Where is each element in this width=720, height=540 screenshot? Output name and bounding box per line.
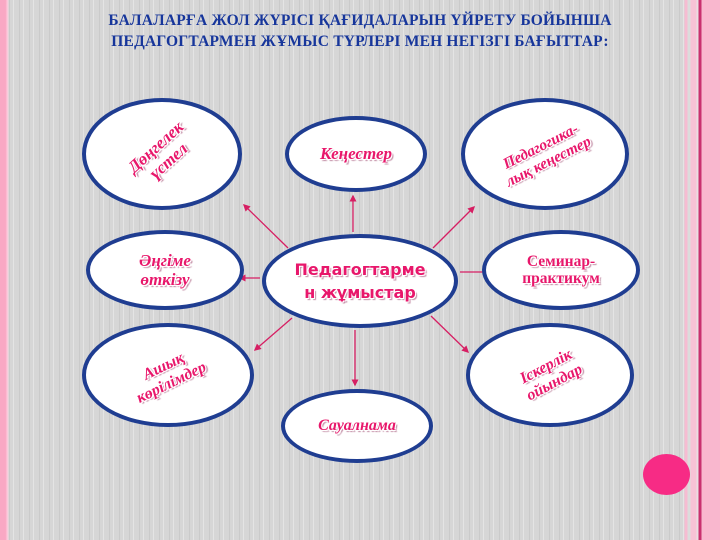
node-open-views-label: Ашық көрілімдер [134, 349, 210, 407]
node-pedagogical-councils[interactable]: Педагогика- лық кеңестер [461, 98, 629, 210]
pink-circle-decoration [643, 454, 690, 495]
center-node[interactable]: Педагогтарме н жұмыстар [262, 234, 458, 328]
arrow-to-open-views [253, 317, 293, 351]
node-round-table-label: Дөңгелек үстел [124, 117, 192, 184]
node-conversation-label: Әңгіме өткізу [139, 250, 191, 289]
arrow-to-round-table [242, 204, 289, 249]
node-seminar[interactable]: Семинар- практикум [482, 230, 640, 310]
node-questionnaire[interactable]: Сауалнама [281, 389, 433, 463]
node-conversation[interactable]: Әңгіме өткізу [86, 230, 244, 310]
right-edge-decoration [680, 0, 720, 540]
node-seminar-label: Семинар- практикум [522, 252, 600, 287]
node-business-games[interactable]: Іскерлік ойындар [466, 323, 634, 427]
node-pedagogical-councils-label: Педагогика- лық кеңестер [500, 119, 595, 191]
arrow-to-pedagogical-councils [432, 205, 476, 249]
page-title: БАЛАЛАРҒА ЖОЛ ЖҮРІСІ ҚАҒИДАЛАРЫН ҮЙРЕТУ … [108, 12, 612, 50]
node-consultations[interactable]: Кеңестер [285, 116, 427, 192]
arrow-to-business-games [430, 315, 470, 353]
node-questionnaire-label: Сауалнама [318, 417, 396, 435]
node-open-views[interactable]: Ашық көрілімдер [82, 323, 254, 427]
left-edge-decoration [0, 0, 9, 540]
center-node-label: Педагогтарме н жұмыстар [294, 259, 426, 302]
node-round-table[interactable]: Дөңгелек үстел [82, 98, 242, 210]
node-consultations-label: Кеңестер [319, 144, 392, 164]
node-business-games-label: Іскерлік ойындар [516, 345, 585, 405]
